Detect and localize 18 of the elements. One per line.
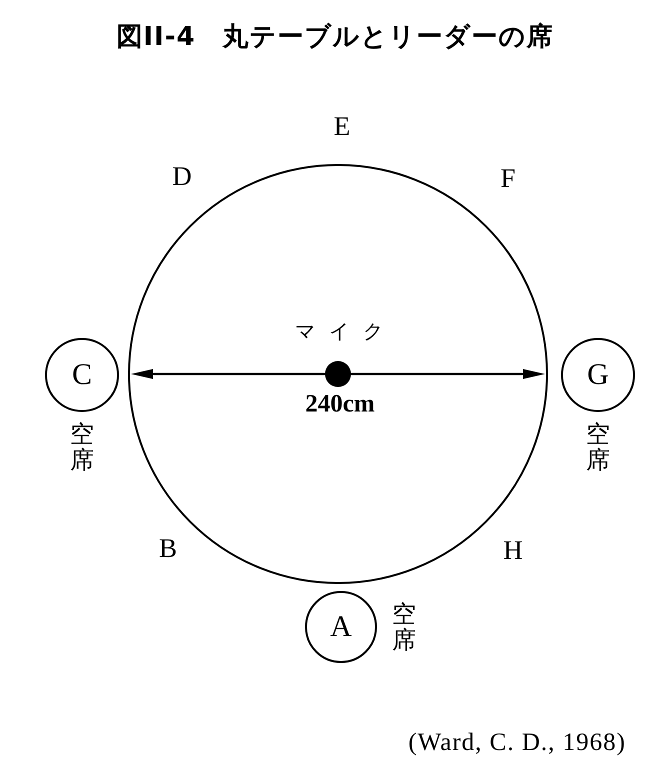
- vacant-seat-label: 空席: [586, 421, 610, 474]
- vacant-seat-label: 空席: [392, 601, 416, 654]
- source-citation: (Ward, C. D., 1968): [408, 728, 626, 758]
- seat-circle: [561, 338, 635, 412]
- seat-label: B: [159, 534, 177, 564]
- seat-label: H: [503, 536, 523, 566]
- microphone-label: マイク: [294, 320, 397, 342]
- seat-label: C: [72, 360, 92, 390]
- vacant-seat-label: 空席: [70, 421, 94, 474]
- seat-label: G: [587, 360, 609, 390]
- seat-label: D: [172, 162, 192, 192]
- dimension-label: 240cm: [305, 390, 375, 418]
- seat-circle: [45, 338, 119, 412]
- seat-circle: [305, 591, 377, 663]
- seat-label: A: [330, 612, 352, 642]
- seat-label: E: [334, 112, 350, 142]
- seat-label: F: [500, 164, 516, 194]
- figure-title: 図II-4 丸テーブルとリーダーの席: [116, 22, 554, 54]
